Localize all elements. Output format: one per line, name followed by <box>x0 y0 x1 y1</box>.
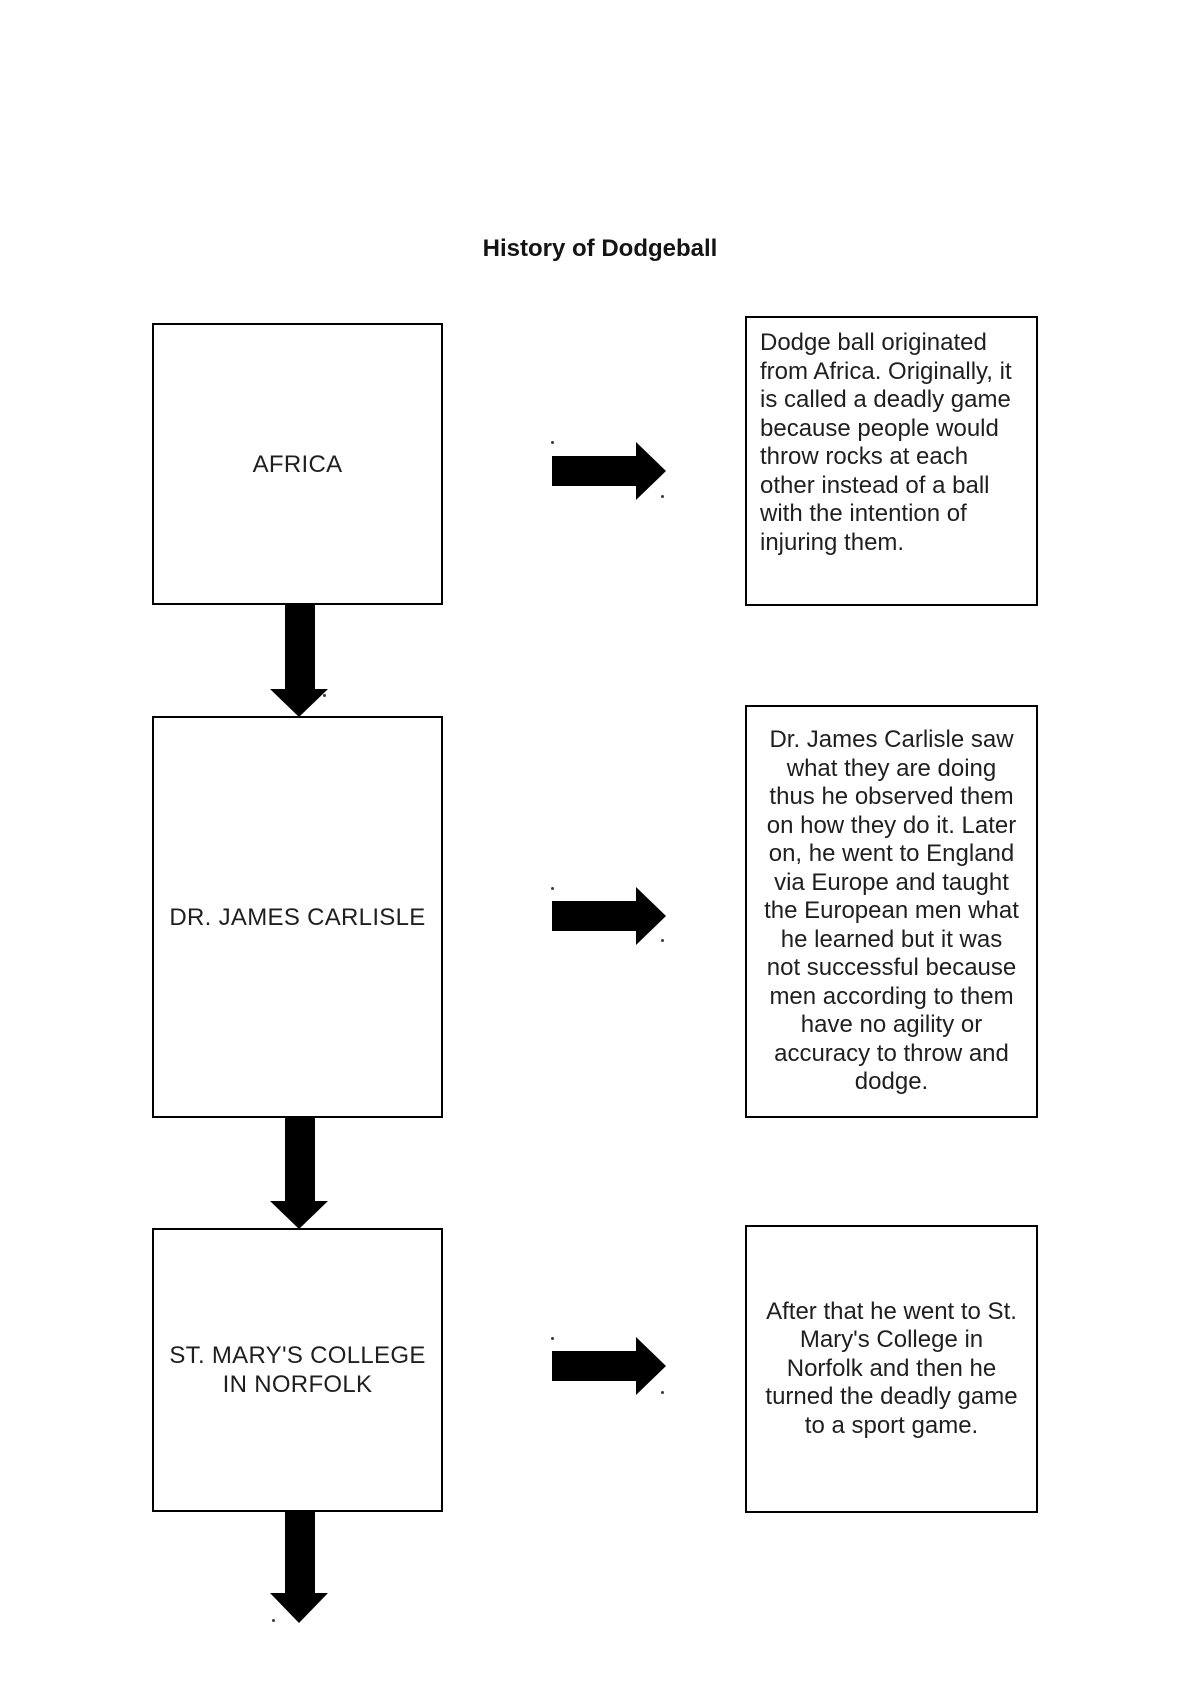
stray-dot-artifact <box>551 1337 554 1340</box>
down-arrow-icon <box>270 1511 328 1623</box>
flow-node-dr-james-carlisle: DR. JAMES CARLISLE <box>152 716 443 1118</box>
arrow-body <box>552 1351 636 1381</box>
stray-dot-artifact <box>323 694 326 697</box>
right-arrow-icon <box>552 887 666 945</box>
description-box-dr-james-carlisle: Dr. James Carlisle saw what they are doi… <box>745 705 1038 1118</box>
arrow-head <box>270 1201 328 1229</box>
description-text-africa: Dodge ball originated from Africa. Origi… <box>760 329 1012 556</box>
arrow-body <box>552 901 636 931</box>
stray-dot-artifact <box>661 495 664 498</box>
down-arrow-icon <box>270 1117 328 1229</box>
description-text-dr-james-carlisle: Dr. James Carlisle saw what they are doi… <box>764 726 1019 1096</box>
down-arrow-icon <box>270 604 328 717</box>
arrow-body <box>552 456 636 486</box>
right-arrow-icon <box>552 442 666 500</box>
arrow-head <box>270 689 328 717</box>
description-box-africa: Dodge ball originated from Africa. Origi… <box>745 316 1038 606</box>
arrow-stem <box>285 1511 315 1594</box>
flow-node-africa-label: AFRICA <box>252 450 343 478</box>
stray-dot-artifact <box>661 939 664 942</box>
stray-dot-artifact <box>551 441 554 444</box>
flow-node-st-marys-college-label: ST. MARY'S COLLEGE IN NORFOLK <box>169 1342 426 1398</box>
flow-node-africa: AFRICA <box>152 323 443 605</box>
arrow-head <box>636 887 666 945</box>
stray-dot-artifact <box>551 887 554 890</box>
description-box-st-marys-college: After that he went to St. Mary's College… <box>745 1225 1038 1513</box>
arrow-head <box>636 1337 666 1395</box>
arrow-head <box>636 442 666 500</box>
arrow-stem <box>285 1117 315 1202</box>
arrow-head <box>270 1593 328 1623</box>
flow-node-dr-james-carlisle-label: DR. JAMES CARLISLE <box>169 903 426 931</box>
right-arrow-icon <box>552 1337 666 1395</box>
stray-dot-artifact <box>661 1391 664 1394</box>
flow-node-st-marys-college: ST. MARY'S COLLEGE IN NORFOLK <box>152 1228 443 1512</box>
page-title: History of Dodgeball <box>482 235 718 262</box>
arrow-stem <box>285 604 315 690</box>
description-text-st-marys-college: After that he went to St. Mary's College… <box>765 1297 1018 1439</box>
stray-dot-artifact <box>272 1619 275 1622</box>
